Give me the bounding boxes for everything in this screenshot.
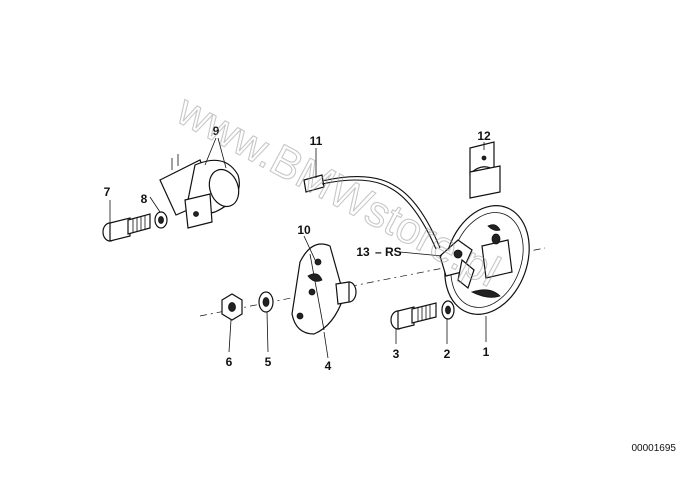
callout-rs: RS xyxy=(385,245,402,259)
leader-lines xyxy=(109,137,487,359)
callout-12: 12 xyxy=(477,129,491,143)
callout-2: 2 xyxy=(444,347,451,361)
callout-6: 6 xyxy=(226,355,233,369)
callout-3: 3 xyxy=(393,347,400,361)
callout-9: 9 xyxy=(213,124,220,138)
part-5-washer xyxy=(258,291,274,313)
callout-13: 13 xyxy=(356,245,370,259)
part-3-screw xyxy=(390,302,437,330)
callout-5: 5 xyxy=(265,355,272,369)
callout-8: 8 xyxy=(141,192,148,206)
callout-1: 1 xyxy=(483,345,490,359)
part-13-contact-set xyxy=(439,239,475,290)
part-12-clamp xyxy=(469,141,501,199)
reference-number: 00001695 xyxy=(631,443,677,454)
part-4-cam-bracket xyxy=(291,243,357,335)
callout-7: 7 xyxy=(104,185,111,199)
callout-11: 11 xyxy=(310,134,323,148)
part-9-relay xyxy=(159,154,240,229)
part-8-lock-washer xyxy=(154,211,168,229)
callout-13-dash: – xyxy=(375,245,382,259)
part-2-washer xyxy=(441,300,455,320)
part-7-bolt xyxy=(102,213,151,242)
part-6-nut xyxy=(221,293,243,321)
callout-10: 10 xyxy=(297,223,311,237)
part-1-breaker-plate xyxy=(444,205,530,315)
callout-4: 4 xyxy=(325,359,332,373)
